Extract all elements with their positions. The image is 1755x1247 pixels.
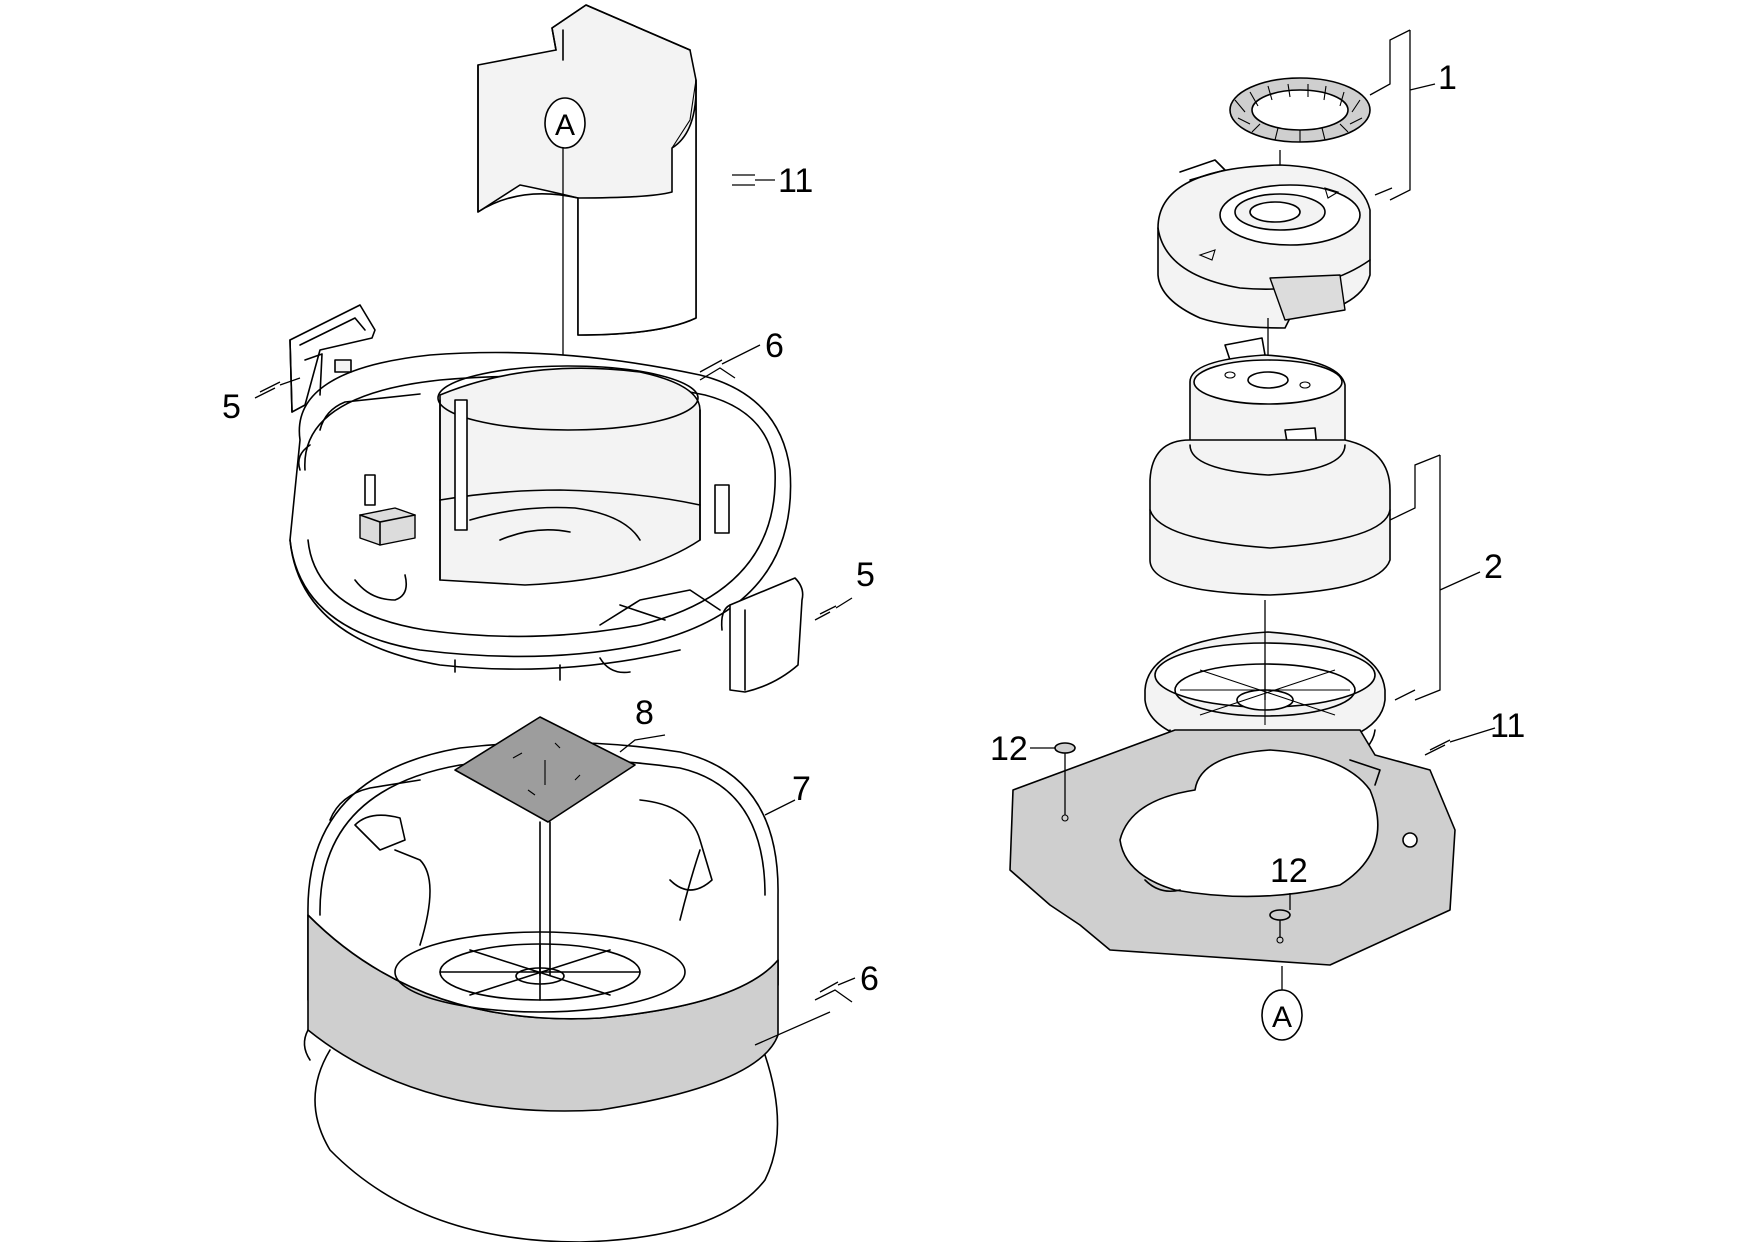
callout-1: 1 [1438,59,1457,97]
spring-ring-part [1229,77,1371,143]
svg-text:A: A [1272,1001,1292,1034]
washer-part-lower [1269,909,1291,938]
callout-11-lower: 11 [1490,707,1525,745]
callout-6-upper: 6 [765,327,784,365]
clip-part-right [720,577,804,693]
reference-marker-a-top: A [544,97,586,149]
svg-text:A: A [555,109,575,142]
clip-part-left [289,304,376,413]
callout-7: 7 [792,770,811,808]
cover-part [1157,159,1371,329]
callout-6-lower: 6 [860,960,879,998]
base-plate-part [1009,729,1456,966]
callout-5-left: 5 [222,388,241,426]
head-shell-part [289,351,792,681]
motor-part [1149,337,1391,596]
callout-12-lower: 12 [1270,852,1308,890]
filter-sleeve-part [477,4,697,336]
callout-5-right: 5 [856,556,875,594]
callout-12-upper: 12 [990,730,1028,768]
reference-marker-a-bottom: A [1261,989,1303,1041]
flat-filter-part [454,716,636,976]
callout-8: 8 [635,694,654,732]
callout-11-upper: 11 [778,162,813,200]
callout-2: 2 [1484,548,1503,586]
